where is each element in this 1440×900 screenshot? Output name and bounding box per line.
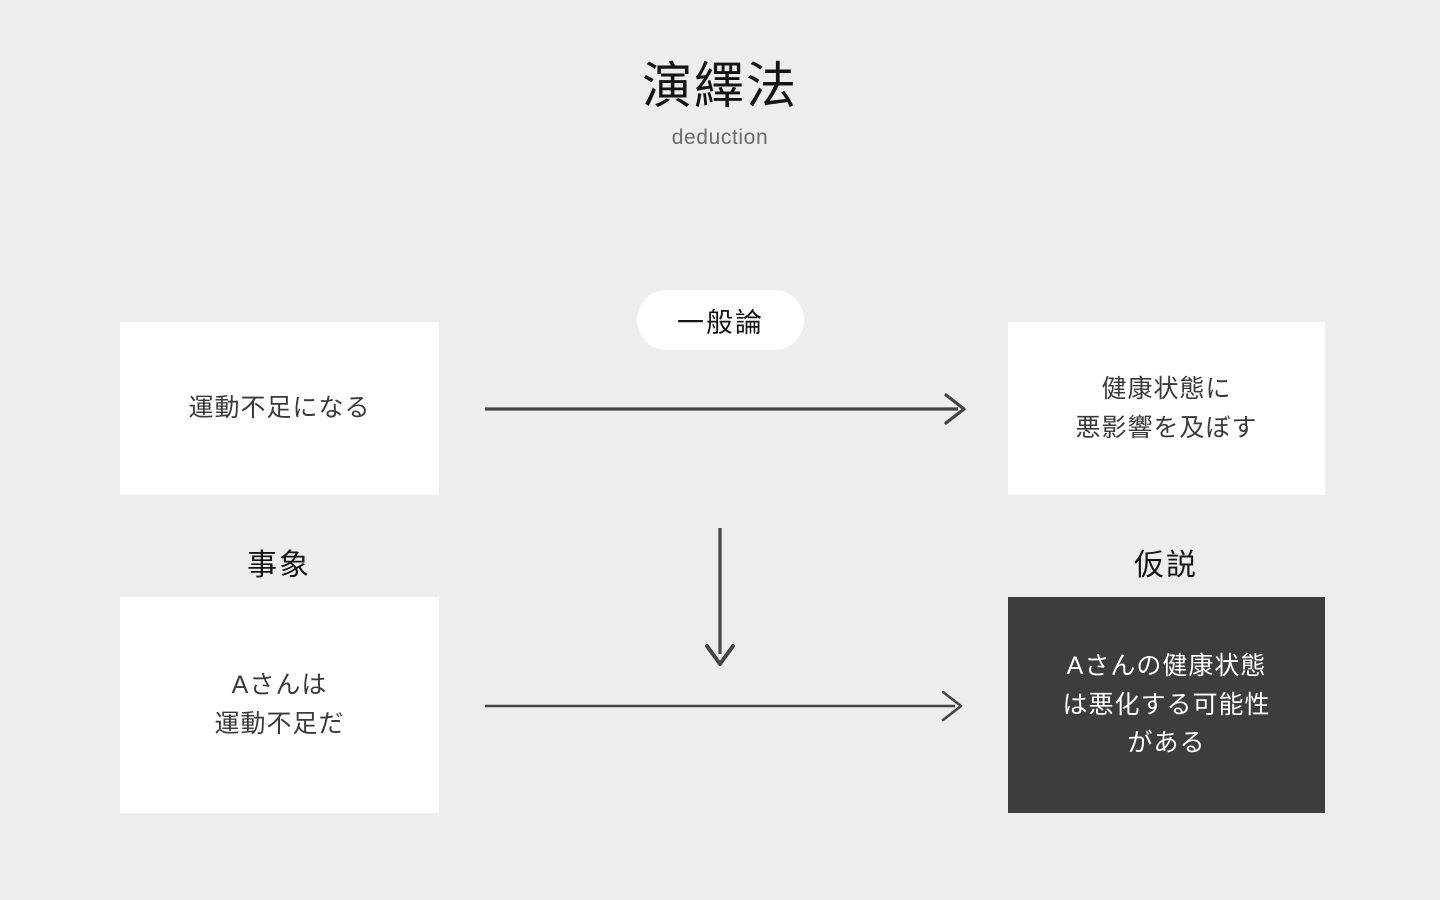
box-observed-fact[interactable]: Aさんは 運動不足だ xyxy=(120,597,439,813)
box-general-rule-line-2: 悪影響を及ぼす xyxy=(1075,413,1258,442)
caption-phenomenon: 事象 xyxy=(247,549,311,582)
caption-hypothesis: 仮説 xyxy=(1134,549,1198,582)
box-observed-fact-line-2: 運動不足だ xyxy=(214,710,345,738)
box-conclusion-line-2: は悪化する可能性 xyxy=(1062,690,1271,719)
box-premise-text: 運動不足になる xyxy=(188,389,370,428)
box-general-rule-text: 健康状態に 悪影響を及ぼす xyxy=(1075,370,1257,448)
arrow-right-top-icon xyxy=(485,393,966,425)
general-theory-pill-label: 一般論 xyxy=(677,307,764,338)
box-premise-line-1: 運動不足になる xyxy=(188,394,371,423)
box-observed-fact-line-1: Aさんは xyxy=(231,671,328,700)
box-premise[interactable]: 運動不足になる xyxy=(120,322,439,495)
box-conclusion-text: Aさんの健康状態 は悪化する可能性 がある xyxy=(1062,647,1270,763)
title-block: 演繹法 deduction xyxy=(0,58,1440,150)
arrow-down-icon xyxy=(705,528,735,666)
page-title: 演繹法 xyxy=(642,58,798,114)
arrow-right-bottom-icon xyxy=(485,690,963,722)
box-general-rule[interactable]: 健康状態に 悪影響を及ぼす xyxy=(1008,322,1325,495)
box-conclusion-line-3: がある xyxy=(1127,729,1206,758)
box-conclusion-line-1: Aさんの健康状態 xyxy=(1066,651,1267,680)
page-subtitle: deduction xyxy=(671,125,769,149)
general-theory-pill[interactable]: 一般論 xyxy=(637,290,804,350)
box-observed-fact-text: Aさんは 運動不足だ xyxy=(214,666,344,744)
box-conclusion[interactable]: Aさんの健康状態 は悪化する可能性 がある xyxy=(1008,597,1325,813)
box-general-rule-line-1: 健康状態に xyxy=(1101,374,1232,403)
